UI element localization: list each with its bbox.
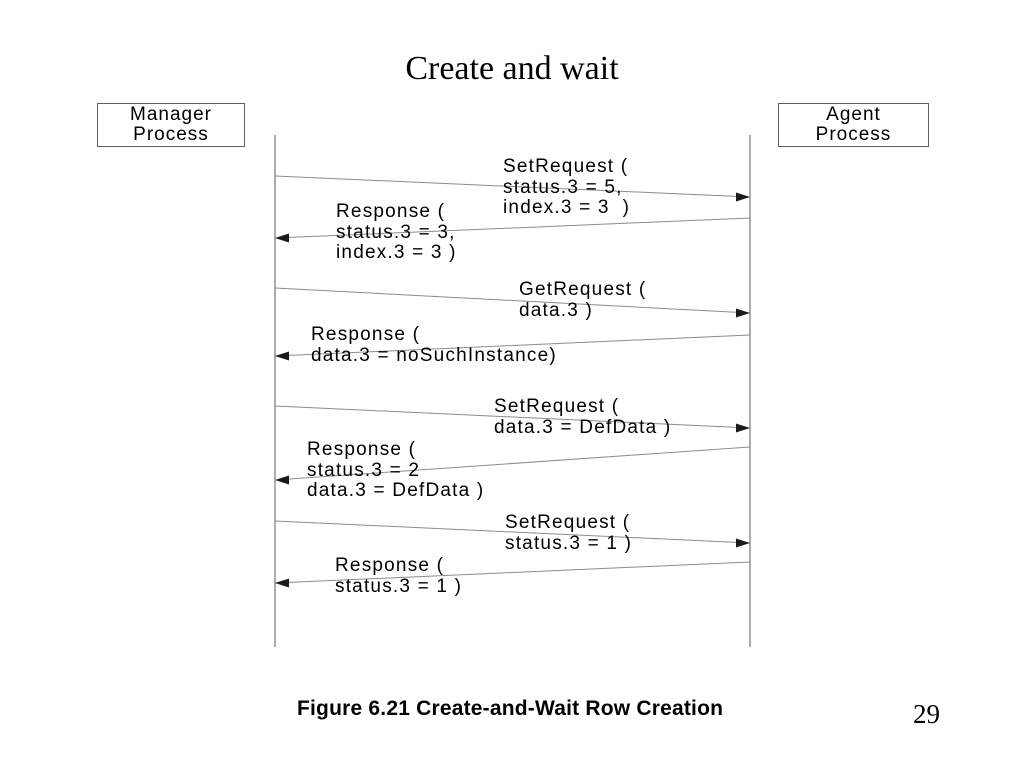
message-label-line: GetRequest ( xyxy=(519,279,647,300)
agent-process-box: Agent Process xyxy=(778,103,929,147)
message-label-line: Response ( xyxy=(335,555,445,576)
message-label-line: SetRequest ( xyxy=(494,396,620,417)
message-label-line: index.3 = 3 ) xyxy=(503,197,631,218)
figure-caption: Figure 6.21 Create-and-Wait Row Creation xyxy=(297,697,724,720)
page-number: 29 xyxy=(913,699,940,729)
manager-process-box: Manager Process xyxy=(97,103,245,147)
message-line-getrequest-1 xyxy=(274,287,751,314)
message-label-line: data.3 = DefData ) xyxy=(307,480,485,501)
arrowhead-icon-setrequest-2 xyxy=(736,423,750,433)
message-line-response-1 xyxy=(274,217,751,239)
arrowhead-icon-response-4 xyxy=(275,578,289,588)
slide-title: Create and wait xyxy=(405,50,619,87)
message-setrequest-3-label: SetRequest (status.3 = 1 ) xyxy=(505,512,633,554)
arrowhead-icon-response-3 xyxy=(275,475,289,485)
message-line-setrequest-3 xyxy=(274,520,751,544)
message-label-line: status.3 = 5, xyxy=(503,176,623,198)
message-label-line: data.3 = noSuchInstance) xyxy=(311,344,557,366)
agent-label-line-1: Agent xyxy=(826,104,881,125)
message-line-response-2 xyxy=(274,334,751,357)
message-line-setrequest-2 xyxy=(274,405,751,429)
message-label-line: status.3 = 3, xyxy=(336,221,456,243)
arrowhead-icon-response-2 xyxy=(275,351,289,361)
message-response-2-label: Response (data.3 = noSuchInstance) xyxy=(311,324,557,366)
arrowhead-icon-getrequest-1 xyxy=(736,308,750,318)
message-response-4-label: Response (status.3 = 1 ) xyxy=(335,555,463,597)
message-label-line: Response ( xyxy=(311,324,421,345)
message-setrequest-1-label: SetRequest (status.3 = 5,index.3 = 3 ) xyxy=(503,156,631,219)
message-label-line: status.3 = 1 ) xyxy=(335,575,463,597)
message-label-line: index.3 = 3 ) xyxy=(336,242,457,263)
message-label-line: SetRequest ( xyxy=(503,156,629,177)
message-line-setrequest-1 xyxy=(274,175,751,198)
message-label-line: SetRequest ( xyxy=(505,512,631,533)
message-setrequest-2-label: SetRequest (data.3 = DefData ) xyxy=(494,396,672,438)
arrowhead-icon-setrequest-1 xyxy=(736,192,750,202)
message-label-line: Response ( xyxy=(336,201,446,222)
message-line-response-4 xyxy=(274,561,751,584)
manager-label-line-2: Process xyxy=(133,124,209,145)
message-response-1-label: Response (status.3 = 3,index.3 = 3 ) xyxy=(336,201,457,264)
message-label-line: data.3 = DefData ) xyxy=(494,416,672,438)
message-getrequest-1-label: GetRequest (data.3 ) xyxy=(519,279,647,321)
message-label-line: data.3 ) xyxy=(519,299,594,321)
message-label-line: status.3 = 2 xyxy=(307,459,421,481)
message-line-response-3 xyxy=(274,446,751,481)
agent-label-line-2: Process xyxy=(815,124,892,145)
message-label-line: status.3 = 1 ) xyxy=(505,532,633,554)
message-label-line: Response ( xyxy=(307,439,417,460)
arrowhead-icon-response-1 xyxy=(275,233,289,243)
manager-label-line-1: Manager xyxy=(130,104,212,125)
arrowhead-icon-setrequest-3 xyxy=(736,538,750,548)
